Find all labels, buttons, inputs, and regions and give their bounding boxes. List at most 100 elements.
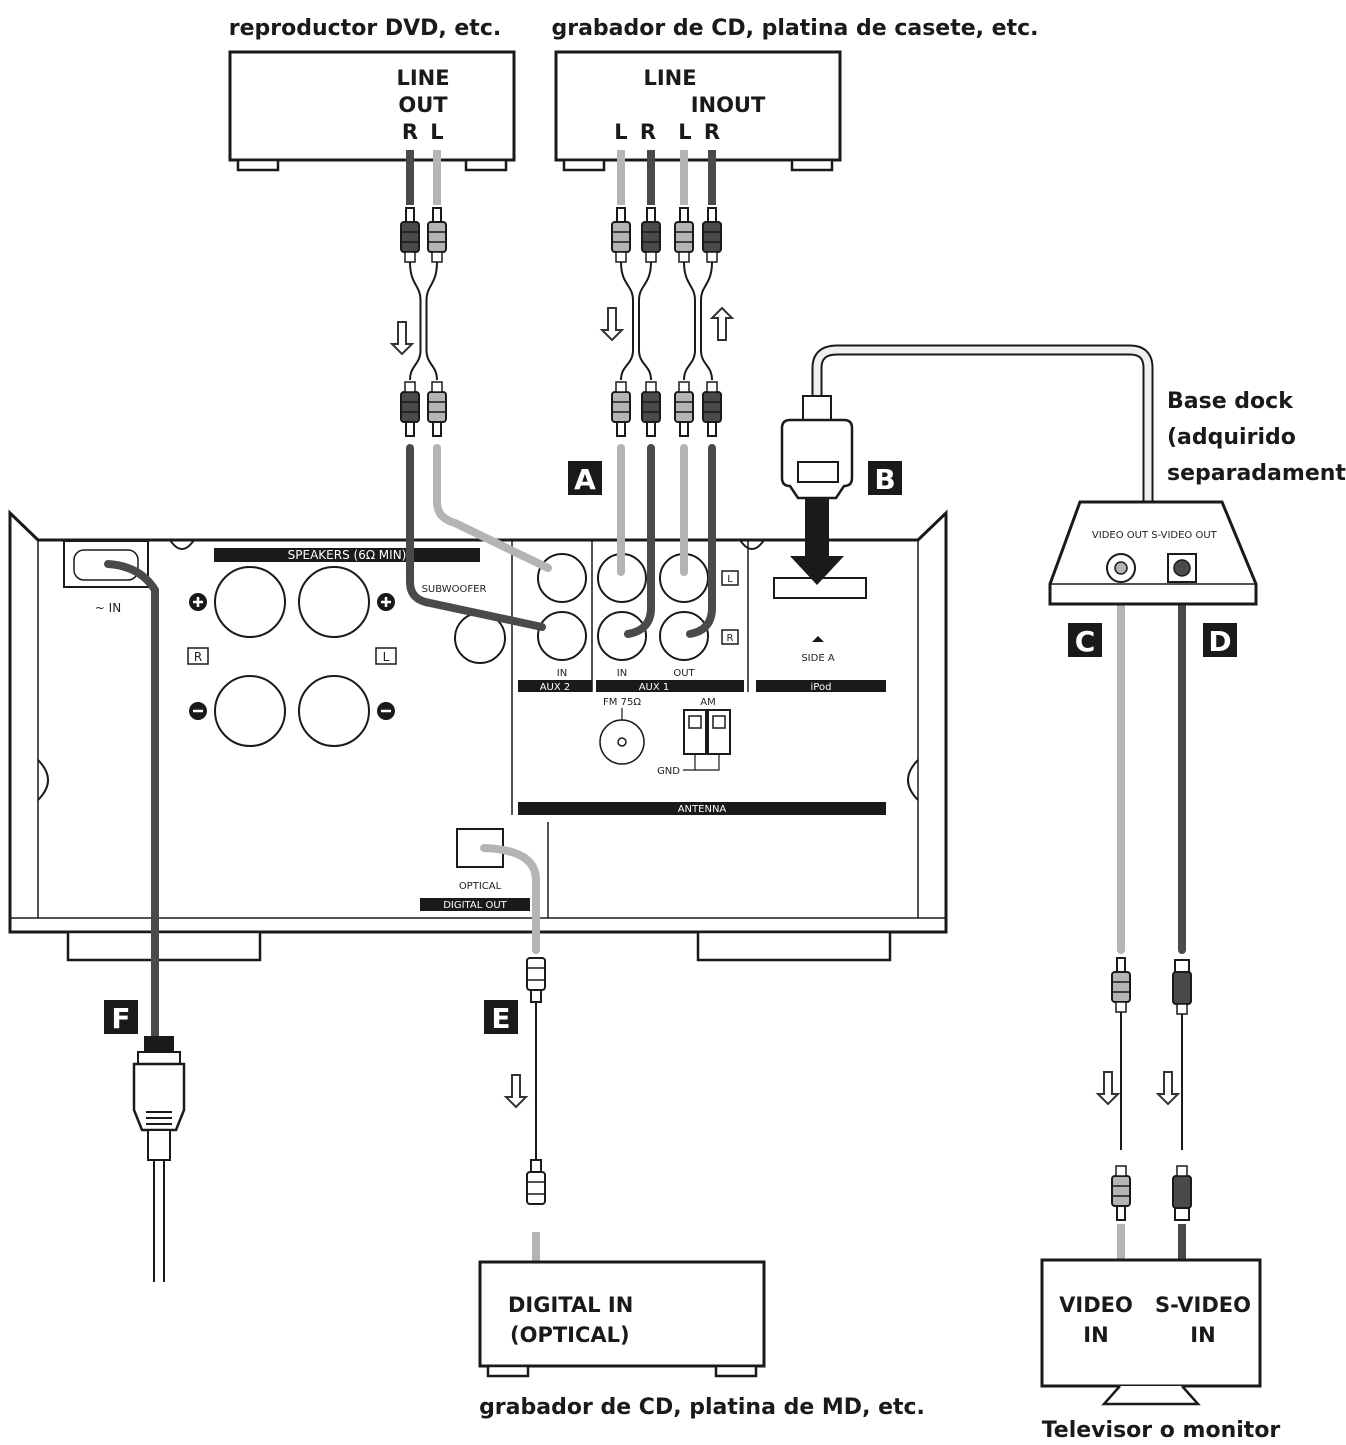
tv-video-in-label: IN: [1083, 1323, 1108, 1347]
speaker-l-label: L: [383, 650, 390, 664]
side-label: SIDE A: [801, 653, 834, 664]
digital-out-label: DIGITAL OUT: [443, 900, 507, 911]
aux1-label: AUX 1: [639, 682, 670, 693]
dvd-line-label: LINE: [396, 66, 449, 90]
video-plug-lower: [1111, 1165, 1131, 1221]
aux2-label: AUX 2: [540, 682, 571, 693]
aux-jacks: L R IN IN OUT AUX 2 AUX 1: [518, 553, 744, 693]
aux1-out-label: OUT: [673, 668, 695, 679]
am-label: AM: [700, 697, 715, 708]
caption-tv: Televisor o monitor: [1042, 1418, 1281, 1443]
digital-in-label: DIGITAL IN: [508, 1293, 633, 1317]
cable-dvd-l: [433, 444, 552, 572]
video-plug-upper: [1111, 957, 1131, 1013]
arrow-down-svideo: [1155, 1071, 1181, 1106]
cable-cd-r1: [624, 444, 655, 638]
cd-inout-label: INOUT: [691, 93, 766, 117]
rca-plug-dvd-b-lower: [427, 381, 447, 437]
svg-text:C: C: [1075, 625, 1096, 658]
twin-cable-cd-in-a: [620, 261, 634, 381]
base-dock: VIDEO OUT S-VIDEO OUT: [1048, 500, 1258, 606]
arrow-up-cd: [709, 306, 735, 341]
cd-r1-label: R: [640, 120, 656, 144]
rca-plug-cd-out-a-upper: [674, 207, 694, 263]
badge-d: D: [1203, 623, 1237, 658]
optical-plug-upper: [526, 957, 546, 1003]
tv-monitor-device: VIDEO IN S-VIDEO IN: [1040, 1224, 1262, 1406]
dock-svideo-out-label: S-VIDEO OUT: [1151, 530, 1217, 541]
aux2-in-label: IN: [557, 668, 567, 679]
svg-text:E: E: [491, 1002, 510, 1035]
rca-plug-cd-out-b-lower: [702, 381, 722, 437]
caption-cd-md: grabador de CD, platina de MD, etc.: [479, 1395, 925, 1420]
dvd-l-label: L: [430, 120, 443, 144]
ipod-port-section: SIDE A iPod: [756, 577, 886, 693]
optical-plug-lower: [526, 1159, 546, 1205]
optical-in-label: (OPTICAL): [510, 1323, 630, 1347]
subwoofer-label: SUBWOOFER: [422, 584, 487, 595]
caption-dvd: reproductor DVD, etc.: [229, 16, 501, 41]
arrow-down-optical: [503, 1074, 529, 1109]
svg-text:A: A: [574, 463, 596, 496]
caption-cd-cassette: grabador de CD, platina de casete, etc.: [551, 16, 1038, 41]
svg-text:F: F: [111, 1002, 130, 1035]
aux1-in-label: IN: [617, 668, 627, 679]
dock-video-out-label: VIDEO OUT: [1092, 530, 1149, 541]
rca-plug-dvd-a-lower: [400, 381, 420, 437]
speaker-r-label: R: [194, 650, 202, 664]
twin-cable-dvd-b: [425, 261, 438, 381]
speakers-label: SPEAKERS (6Ω MIN): [288, 548, 407, 562]
caption-dock-2: (adquirido: [1167, 425, 1296, 450]
rca-plug-cd-in-a-upper: [611, 207, 631, 263]
rca-plug-cd-in-a-lower: [611, 381, 631, 437]
twin-cable-cd-out-a: [683, 261, 696, 381]
dvd-r-label: R: [402, 120, 418, 144]
cd-l1-label: L: [614, 120, 627, 144]
bottom-plugs: [526, 957, 1192, 1221]
rca-cables-top: [400, 150, 722, 437]
speaker-terminals: SPEAKERS (6Ω MIN) R L: [187, 548, 480, 747]
cd-l2-label: L: [678, 120, 691, 144]
rca-plug-cd-out-b-upper: [702, 207, 722, 263]
cable-dvd-r: [406, 444, 546, 631]
optical-label: OPTICAL: [459, 881, 502, 892]
optical-recorder-device: DIGITAL IN (OPTICAL): [478, 1232, 766, 1378]
fm-label: FM 75Ω: [603, 697, 641, 708]
dvd-device: LINE OUT R L: [228, 50, 516, 172]
antenna-label: ANTENNA: [678, 804, 727, 815]
ac-in-label: ~ IN: [95, 601, 121, 615]
cable-cd-r2: [686, 444, 716, 638]
tv-video-label: VIDEO: [1059, 1293, 1133, 1317]
svideo-plug-lower: [1172, 1165, 1192, 1221]
cd-cassette-device: LINE INOUT L R L R: [554, 50, 842, 172]
caption-dock-3: separadamente): [1167, 461, 1346, 486]
rca-plug-cd-out-a-lower: [674, 381, 694, 437]
cables: [104, 344, 1186, 1044]
badge-b: B: [868, 461, 902, 496]
dvd-out-label: OUT: [398, 93, 448, 117]
cable-power: [104, 560, 159, 1044]
twin-cable-cd-out-b: [700, 261, 713, 381]
aux-jack-r-label: R: [727, 633, 734, 644]
ac-plug: [132, 1036, 186, 1282]
badge-f: F: [104, 1000, 138, 1035]
arrow-down-cd: [599, 307, 625, 342]
aux-jack-l-label: L: [727, 574, 733, 585]
arrow-down-dvd: [389, 321, 415, 356]
caption-dock-1: Base dock: [1167, 389, 1294, 414]
rca-plug-cd-in-b-lower: [641, 381, 661, 437]
rca-plug-dvd-b-upper: [427, 207, 447, 263]
rca-plug-dvd-a-upper: [400, 207, 420, 263]
flow-arrows: [389, 306, 1181, 1109]
ipod-connector: [780, 395, 854, 585]
svideo-plug-upper: [1172, 959, 1192, 1015]
twin-cable-cd-in-b: [638, 261, 652, 381]
antenna-section: FM 75Ω AM GND ANTENNA: [518, 697, 886, 815]
twin-cable-dvd-a: [409, 261, 422, 381]
optical-out-section: OPTICAL DIGITAL OUT: [420, 828, 530, 911]
cd-line-label: LINE: [643, 66, 696, 90]
gnd-label: GND: [657, 766, 680, 777]
badge-e: E: [484, 1000, 518, 1035]
cable-optical: [480, 844, 540, 954]
